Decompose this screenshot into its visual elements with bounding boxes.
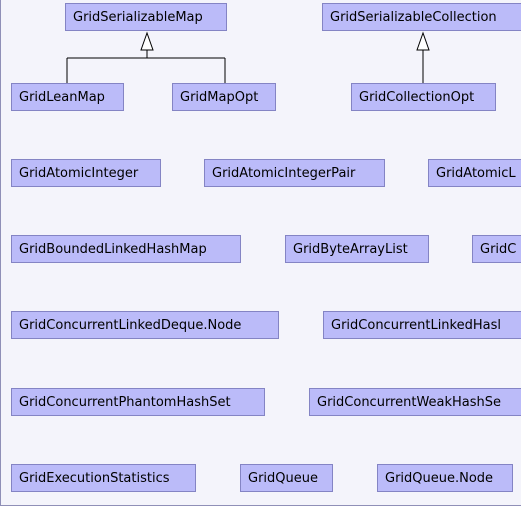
class-node-gridserializablecollection[interactable]: GridSerializableCollection: [322, 3, 521, 31]
class-node-gridmapopt[interactable]: GridMapOpt: [172, 83, 276, 111]
class-node-gridc[interactable]: GridC: [472, 235, 521, 263]
class-node-gridexecutionstatistics[interactable]: GridExecutionStatistics: [11, 464, 196, 492]
inheritance-arrowhead: [140, 31, 154, 51]
class-node-gridconcurrentlinkedhash[interactable]: GridConcurrentLinkedHasl: [323, 311, 521, 339]
class-node-gridatomicl[interactable]: GridAtomicL: [428, 159, 521, 187]
class-node-gridqueue-node[interactable]: GridQueue.Node: [377, 464, 513, 492]
class-node-gridleanmap[interactable]: GridLeanMap: [11, 83, 124, 111]
class-node-gridconcurrentweakhashset[interactable]: GridConcurrentWeakHashSe: [309, 388, 521, 416]
class-node-gridconcurrentphantomhashset[interactable]: GridConcurrentPhantomHashSet: [11, 388, 265, 416]
edge-gridserializablecollection: [416, 31, 430, 83]
class-node-gridboundedlinkedhashmap[interactable]: GridBoundedLinkedHashMap: [11, 235, 241, 263]
class-node-gridserializablemap[interactable]: GridSerializableMap: [65, 3, 227, 31]
class-node-gridcollectionopt[interactable]: GridCollectionOpt: [351, 83, 496, 111]
class-node-gridatomicintegerpair[interactable]: GridAtomicIntegerPair: [204, 159, 385, 187]
class-node-gridbytearraylist[interactable]: GridByteArrayList: [285, 235, 429, 263]
edge-gridserializablemap: [66, 31, 226, 83]
inheritance-arrowhead: [416, 31, 430, 51]
class-node-gridqueue[interactable]: GridQueue: [240, 464, 333, 492]
class-node-gridconcurrentlinkeddeque-node[interactable]: GridConcurrentLinkedDeque.Node: [11, 311, 279, 339]
class-node-gridatomicinteger[interactable]: GridAtomicInteger: [11, 159, 161, 187]
